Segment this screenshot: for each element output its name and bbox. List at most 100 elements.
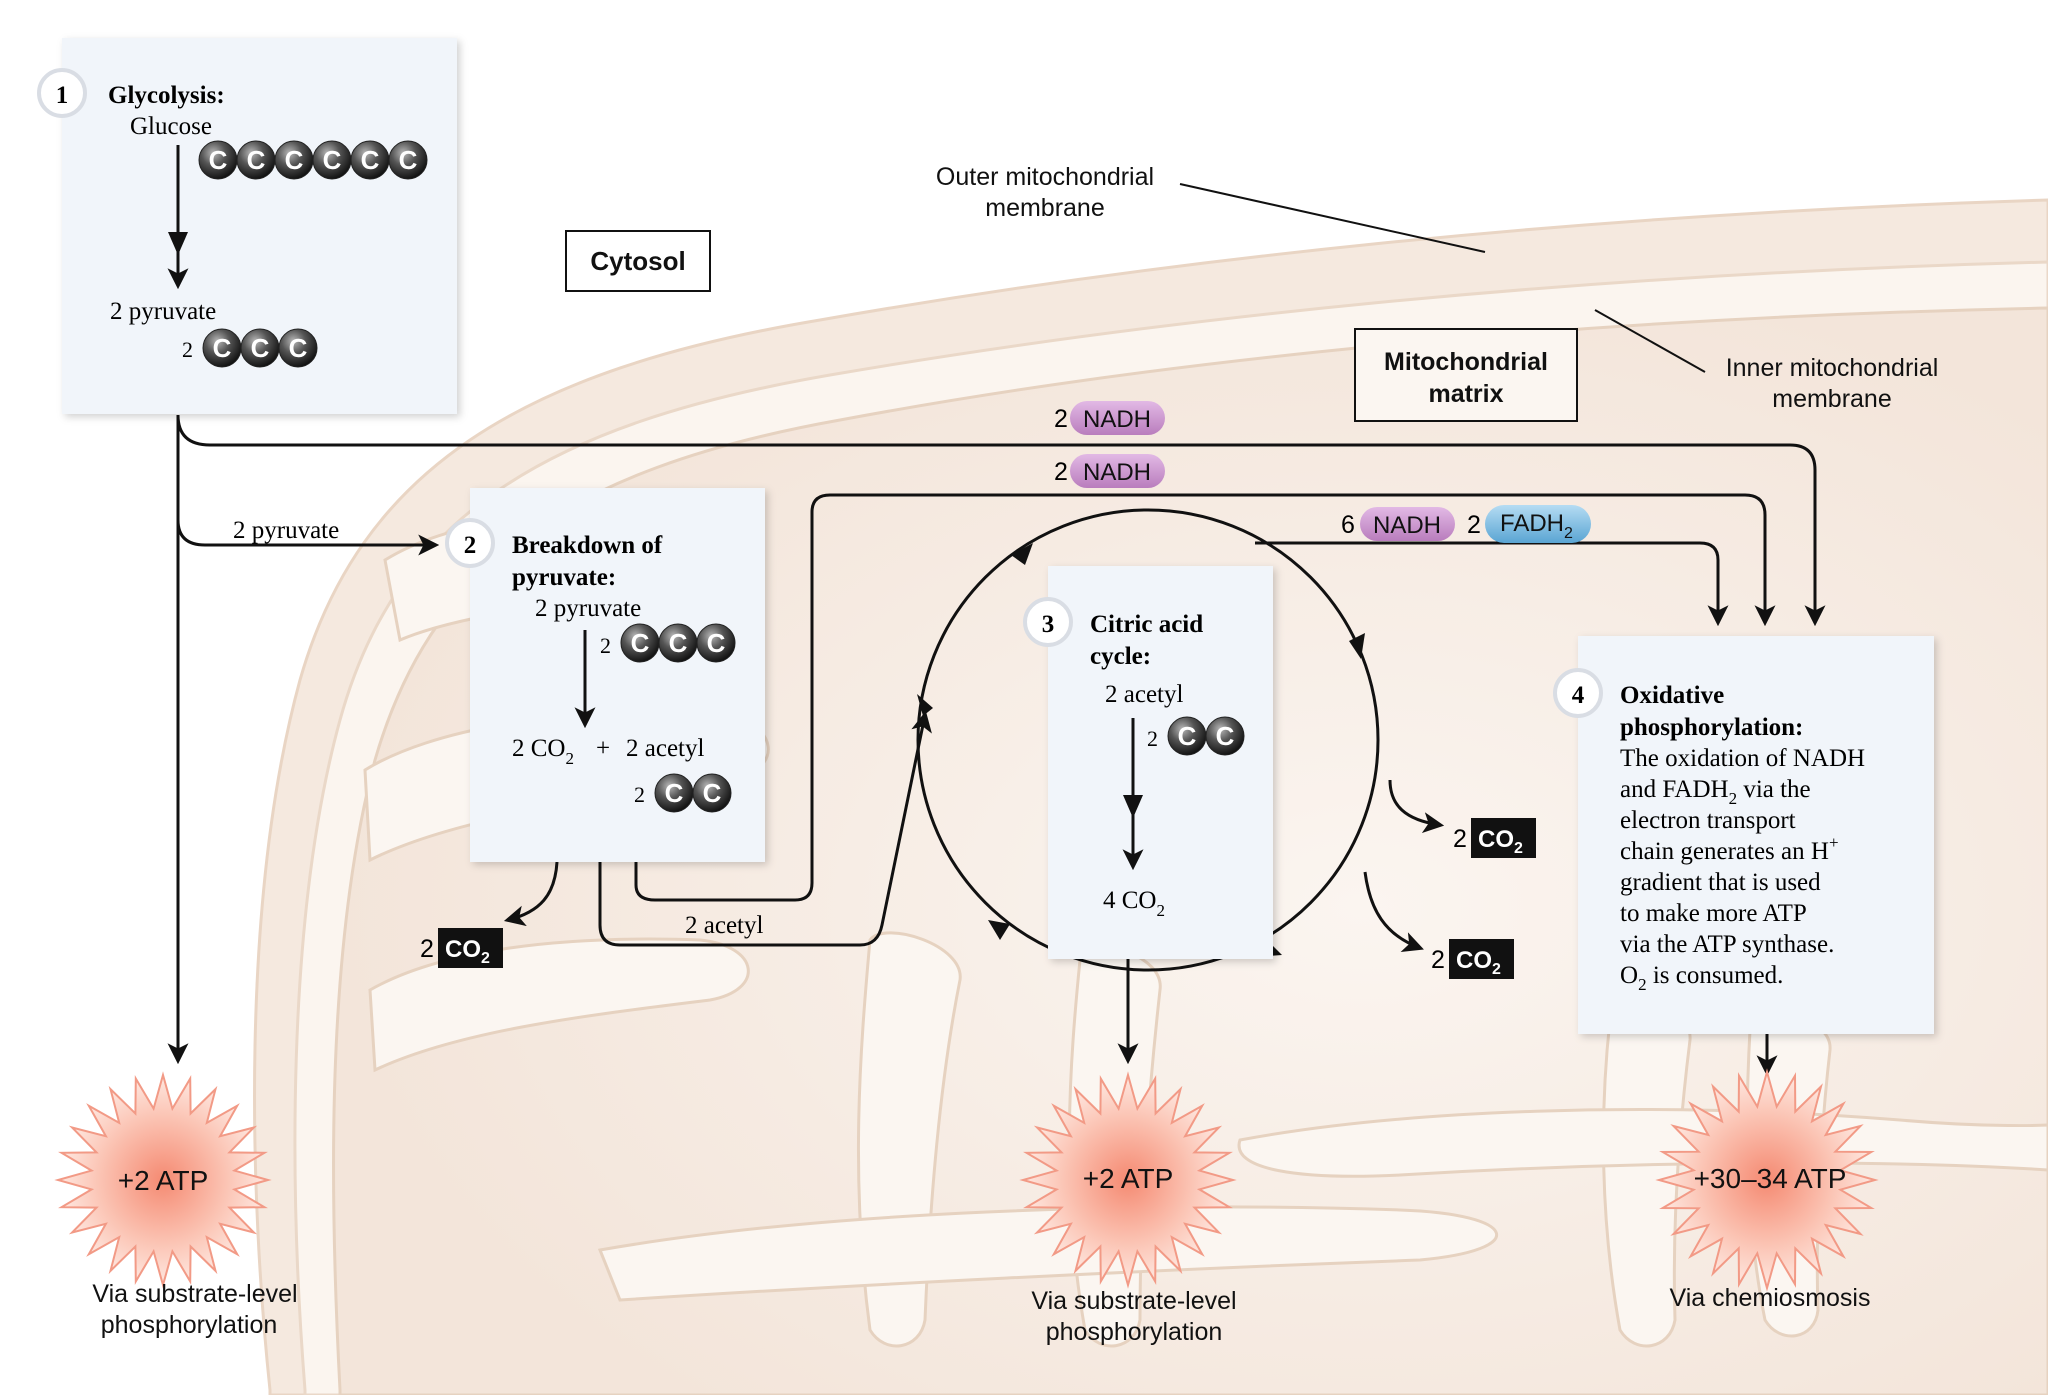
nadh-3-coefficient: 6 [1341,511,1355,539]
step4-badge [1553,668,1603,718]
step3-title-line2: cycle: [1090,643,1151,670]
step2-output-plus: + [596,735,610,762]
step3-input-coefficient: 2 [1147,726,1158,751]
step2-input-label: 2 pyruvate [535,595,641,622]
co2-cycle-top-coefficient: 2 [1453,825,1467,853]
step4-title-line2: phosphorylation: [1620,714,1803,741]
step4-desc-5: gradient that is used [1620,869,1821,896]
matrix-label-line2: matrix [1428,380,1503,408]
arrow-step2-nadh [634,493,1776,902]
carbon-atom-label: C [665,778,684,808]
via-substrate-1-line2: phosphorylation [101,1311,278,1339]
step2-number: 2 [464,532,477,559]
step2-badge [445,518,495,568]
glycolysis-arrowhead-mid [168,232,188,255]
carbon-atom: C [388,140,428,180]
carbon-atom: C [620,623,660,663]
step3-badge [1023,597,1073,647]
atp-oxphos-label: +30–34 ATP [1694,1163,1847,1194]
carbon-atom-label: C [323,145,342,175]
carbon-atom-label: C [361,145,380,175]
arrow-cycle-nadh-fadh [1255,541,1729,627]
step4-desc-1: The oxidation of NADH [1620,745,1865,772]
co2-cycle-top-box [1471,818,1536,858]
carbon-atom-label: C [213,333,232,363]
step1-number: 1 [56,82,69,109]
fadh2-coefficient: 2 [1467,511,1481,539]
carbon-atom-label: C [289,333,308,363]
step4-number: 4 [1572,682,1585,709]
carbon-atom-label: C [247,145,266,175]
via-substrate-2-line1: Via substrate-level [1031,1287,1236,1315]
step2-output-coefficient: 2 [634,782,645,807]
outer-membrane-leader [1179,183,1486,253]
carrier-nadh-1: 2 NADH [1054,401,1165,435]
carbon-atom: C [198,140,238,180]
step4-desc-6: to make more ATP [1620,900,1807,927]
carbon-atom-label: C [399,145,418,175]
step4-desc-2: and FADH2 via the [1620,776,1811,808]
carbon-atom: C [696,623,736,663]
carbon-atom-label: C [631,628,650,658]
arrow-acetyl-to-cycle [598,710,932,947]
co2-cycle-top-label: CO2 [1478,826,1523,857]
carbon-atom: C [278,328,318,368]
pathway-arrows [167,414,1826,1077]
step3-input-label: 2 acetyl [1105,681,1183,708]
co2-cycle-bottom-box [1449,939,1514,979]
step4-desc-8: O2 is consumed. [1620,962,1783,994]
carbon-atom: C [1205,716,1245,756]
carbon-atom: C [240,328,280,368]
matrix-label-line1: Mitochondrial [1384,348,1548,376]
inner-membrane-leader [1594,309,1706,373]
atp-glycolysis: +2 ATP Via substrate-level phosphorylati… [54,1071,298,1339]
arrow-step2-co2 [503,861,559,927]
atp-burst-glycolysis [54,1071,272,1289]
citric-acid-box [1048,566,1273,959]
carrier-nadh-3: 6 NADH [1341,507,1455,541]
step3-number: 3 [1042,611,1055,638]
carbon-atom-label: C [209,145,228,175]
carbon-atom: C [236,140,276,180]
outer-membrane-label-line1: Outer mitochondrial [936,163,1154,191]
glucose-label: Glucose [130,113,212,140]
pyruvate-coefficient: 2 [182,337,193,362]
matrix-box [1354,328,1578,422]
arrow-glycolysis-nadh [176,414,1826,627]
co2-cycle-top: 2 CO2 [1453,818,1536,858]
cytosol-label: Cytosol [590,246,685,276]
pyruvate-arrow-label: 2 pyruvate [233,517,339,544]
atp-burst-citric [1019,1071,1237,1289]
co2-step2: 2 CO2 [420,928,503,968]
co2-cycle-bottom-coefficient: 2 [1431,946,1445,974]
arrow-cycle-co2-bottom [1363,871,1424,952]
step1-badge [37,68,87,118]
atp-glycolysis-label: +2 ATP [118,1165,209,1196]
carbon-atom: C [1167,716,1207,756]
nadh-3-pill [1360,507,1455,541]
carbon-atom: C [312,140,352,180]
nadh-2-label: NADH [1083,459,1151,486]
carbon-atom-label: C [1178,721,1197,751]
carbon-atom-label: C [669,628,688,658]
carbon-atom-label: C [251,333,270,363]
co2-step2-coefficient: 2 [420,935,434,963]
step2-title-line2: pyruvate: [512,564,616,591]
step4-desc-4: chain generates an H+ [1620,833,1839,865]
step2-title-line1: Breakdown of [512,532,663,559]
pyruvate-label: 2 pyruvate [110,298,216,325]
arrow-cycle-co2-top [1388,779,1445,834]
via-chemiosmosis: Via chemiosmosis [1669,1284,1870,1312]
carbon-atom: C [274,140,314,180]
co2-cycle-bottom-label: CO2 [1456,947,1501,978]
fadh2-pill [1485,505,1591,543]
co2-step2-label: CO2 [445,936,490,967]
nadh-2-pill [1070,454,1165,488]
